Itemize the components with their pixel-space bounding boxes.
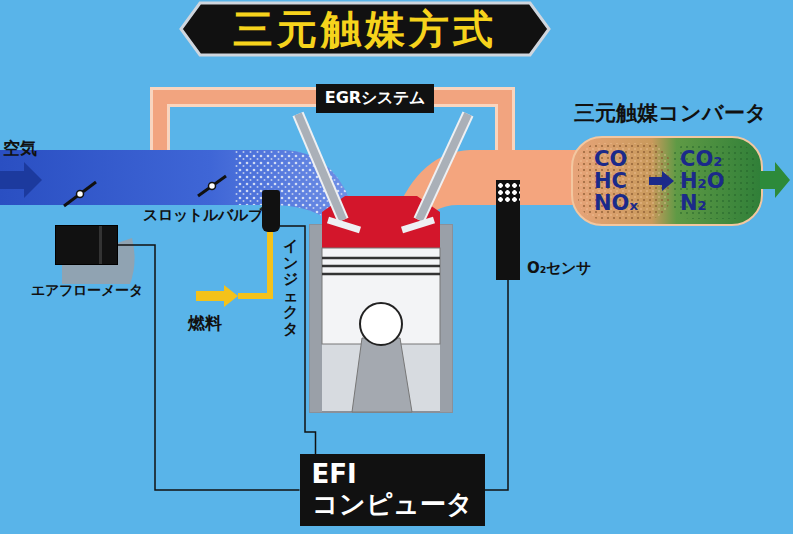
connecting-rod — [352, 338, 412, 412]
reaction-arrow — [649, 171, 674, 191]
node-text: インジェクタ — [283, 238, 298, 337]
piston-ring — [322, 265, 440, 268]
exhaust-arrow — [760, 162, 790, 198]
throttle-shaft — [77, 191, 84, 198]
throttle-plate — [198, 176, 226, 196]
node-text: CO HC NOₓ — [594, 148, 638, 214]
throttle-shaft — [209, 183, 216, 190]
signal-wire — [118, 245, 300, 490]
node-text: エアフローメータ — [31, 282, 143, 300]
efi-computer-box: EFI コンピュータ — [300, 454, 485, 526]
part-label: スロットルバルブ — [143, 206, 263, 225]
node-text: EGRシステム — [325, 88, 425, 109]
valve-outline — [298, 114, 343, 220]
signal-wire — [280, 226, 316, 454]
valve-head — [402, 220, 434, 230]
signal-wire — [485, 280, 509, 490]
fuel-arrow — [196, 285, 238, 307]
o2-sensor: O₂センサ — [496, 180, 520, 280]
converter-body — [572, 137, 762, 225]
node-text: EFI コンピュータ — [312, 460, 473, 520]
converter-texture — [670, 143, 756, 219]
piston-pin — [360, 303, 402, 345]
exhaust-valve — [419, 114, 468, 220]
throttle-plate — [64, 182, 96, 206]
valve-head — [328, 220, 360, 230]
piston — [322, 248, 440, 344]
fuel-line — [238, 232, 270, 296]
airflow-meter: エアフローメータ — [55, 225, 118, 265]
part-label: 空気 — [3, 137, 37, 160]
egr-system-box: EGRシステム — [316, 84, 434, 113]
cylinder-wall — [440, 225, 452, 412]
cylinder-block — [310, 225, 452, 412]
air-arrow — [0, 162, 42, 198]
cylinder-wall — [310, 225, 322, 412]
catalytic-converter: 三元触媒コンバータCO HC NOₓCO₂ H₂O N₂ — [572, 137, 762, 225]
piston-ring — [322, 273, 440, 276]
node-text: O₂センサ — [527, 259, 591, 278]
node-text: 三元触媒コンバータ — [574, 99, 767, 127]
diagram-title: 三元触媒方式 — [233, 2, 497, 57]
piston-ring — [322, 257, 440, 260]
injector: インジェクタ — [262, 190, 280, 232]
intake-valve — [298, 114, 343, 220]
node-text: CO₂ H₂O N₂ — [680, 148, 725, 214]
part-label: 燃料 — [188, 312, 222, 335]
valve-outline — [419, 114, 468, 220]
